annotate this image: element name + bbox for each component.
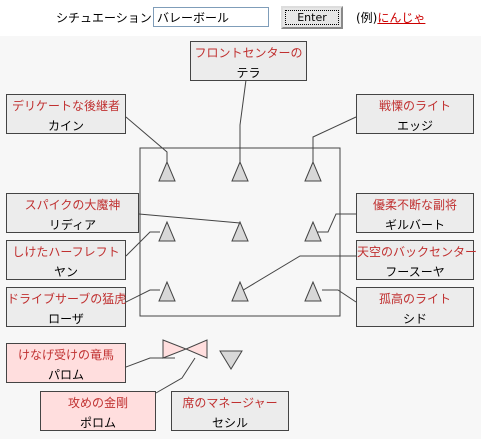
situation-label: シチュエーション: bbox=[56, 11, 156, 25]
position-mid-right: 優柔不断な副将 ギルバート bbox=[356, 193, 474, 233]
marker-manager bbox=[219, 350, 243, 370]
marker-back-left bbox=[158, 280, 176, 302]
role-label: 天空のバックセンター bbox=[357, 245, 478, 259]
position-bench-center: 攻めの金剛 ポロム bbox=[40, 391, 156, 431]
example-text: (例)にんじゃ bbox=[356, 9, 425, 26]
role-label: しけたハーフレフト bbox=[12, 245, 120, 259]
role-label: 孤高のライト bbox=[378, 292, 451, 306]
position-back-right: 孤高のライト シド bbox=[356, 287, 474, 327]
position-front-left: デリケートな後継者 カイン bbox=[6, 94, 126, 134]
marker-front-left bbox=[158, 160, 176, 182]
role-label: ドライブサーブの猛虎 bbox=[7, 292, 127, 306]
marker-front-right bbox=[304, 160, 322, 182]
position-back-center: 天空のバックセンター フースーヤ bbox=[356, 240, 478, 280]
position-back-left: ドライブサーブの猛虎 ローザ bbox=[6, 287, 126, 327]
role-label: 攻めの金剛 bbox=[67, 396, 128, 410]
player-name: ローザ bbox=[48, 312, 84, 326]
situation-input[interactable] bbox=[153, 7, 269, 27]
role-label: スパイクの大魔神 bbox=[24, 198, 121, 212]
enter-button-label: Enter bbox=[285, 10, 339, 25]
enter-button[interactable]: Enter bbox=[281, 6, 343, 29]
position-manager: 席のマネージャー セシル bbox=[171, 391, 289, 431]
position-bench-left: けなげ受けの竜馬 パロム bbox=[6, 343, 126, 383]
marker-bench-left bbox=[162, 339, 188, 359]
marker-back-right bbox=[304, 280, 322, 302]
position-left-half: しけたハーフレフト ヤン bbox=[6, 240, 126, 280]
role-label: 席のマネージャー bbox=[182, 396, 278, 410]
position-mid-left: スパイクの大魔神 リディア bbox=[6, 193, 139, 233]
player-name: ギルバート bbox=[384, 218, 445, 232]
player-name: エッジ bbox=[396, 119, 433, 133]
connector-lines bbox=[125, 79, 357, 394]
position-front-right: 戦慄のライト エッジ bbox=[356, 94, 474, 134]
example-prefix: (例) bbox=[356, 11, 378, 25]
player-name: テラ bbox=[236, 66, 261, 80]
example-link[interactable]: にんじゃ bbox=[377, 11, 426, 25]
role-label: けなげ受けの竜馬 bbox=[17, 348, 114, 362]
marker-mid-left bbox=[158, 220, 176, 242]
role-label: 優柔不断な副将 bbox=[372, 198, 457, 212]
player-markers bbox=[158, 160, 322, 370]
role-label: デリケートな後継者 bbox=[11, 99, 120, 113]
player-name: リディア bbox=[48, 218, 97, 232]
player-name: カイン bbox=[47, 119, 84, 133]
player-name: ヤン bbox=[53, 265, 78, 279]
player-name: セシル bbox=[211, 416, 248, 430]
role-label: 戦慄のライト bbox=[378, 99, 451, 113]
position-front-center: フロントセンターの テラ bbox=[190, 41, 307, 81]
marker-front-center bbox=[231, 160, 249, 182]
player-name: フースーヤ bbox=[385, 265, 445, 279]
situation-bar: シチュエーション: Enter (例)にんじゃ bbox=[0, 0, 481, 36]
bench-markers bbox=[162, 339, 208, 359]
player-name: パロム bbox=[47, 368, 84, 382]
marker-mid-center bbox=[231, 220, 249, 242]
marker-bench-right bbox=[184, 339, 208, 359]
marker-back-center bbox=[231, 280, 249, 302]
marker-mid-right bbox=[304, 220, 322, 242]
player-name: シド bbox=[402, 312, 427, 326]
player-name: ポロム bbox=[79, 416, 116, 430]
role-label: フロントセンターの bbox=[194, 46, 303, 60]
